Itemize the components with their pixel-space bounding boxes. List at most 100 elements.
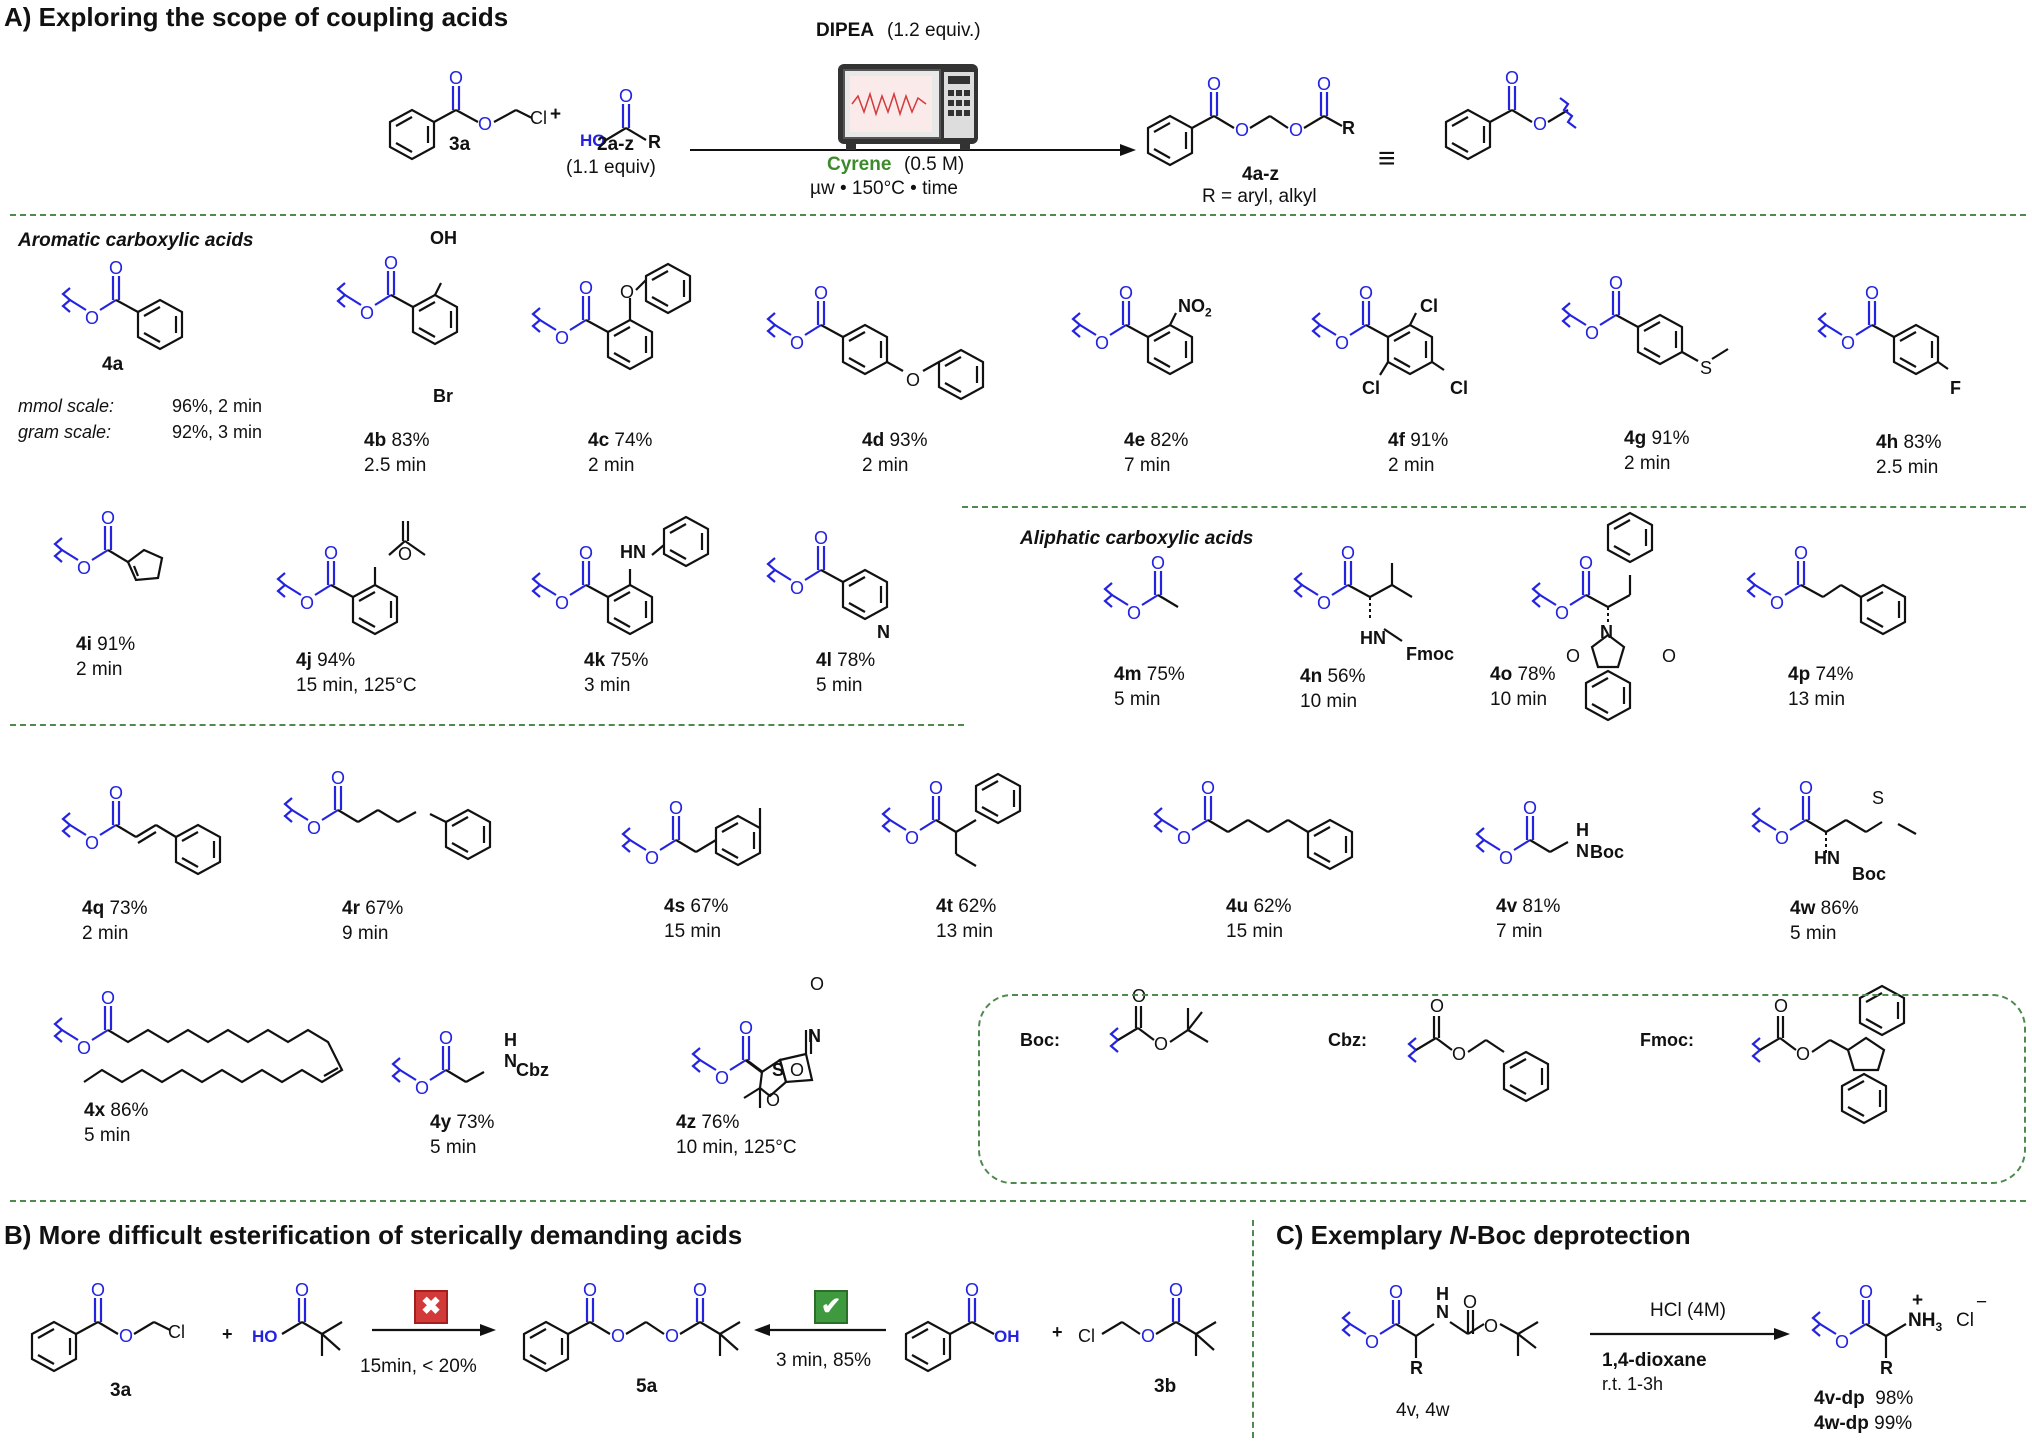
label-4b: 4b 83%2.5 min bbox=[364, 430, 430, 476]
svg-text:N: N bbox=[1436, 1302, 1449, 1322]
aromatic-title: Aromatic carboxylic acids bbox=[18, 230, 254, 251]
svg-text:HO: HO bbox=[252, 1327, 278, 1346]
mmol-scale-value: 96%, 2 min bbox=[172, 396, 263, 416]
label-4a: 4a bbox=[102, 354, 124, 375]
label-3b: 3b bbox=[1154, 1376, 1177, 1397]
label-4v-4w: 4v, 4w bbox=[1396, 1400, 1450, 1421]
atom-n-4z: N bbox=[808, 1026, 821, 1046]
atom-br-4b: Br bbox=[433, 386, 454, 406]
divider-2 bbox=[962, 506, 2026, 508]
cond-good: 3 min, 85% bbox=[776, 1350, 872, 1371]
atom-no2-4e: NO2 bbox=[1178, 296, 1212, 320]
svg-text:O: O bbox=[1389, 1282, 1403, 1302]
svg-text:O: O bbox=[965, 1280, 979, 1300]
label-4t: 4t 62%13 min bbox=[936, 896, 997, 942]
label-4k: 4k 75%3 min bbox=[584, 650, 649, 696]
label-4s: 4s 67%15 min bbox=[664, 896, 729, 942]
atom-fmoc-4n: Fmoc bbox=[1406, 644, 1455, 664]
label-4c: 4c 74%2 min bbox=[588, 430, 653, 476]
solvent-conc: (0.5 M) bbox=[904, 154, 965, 175]
atom-n-4l: N bbox=[877, 622, 890, 642]
svg-text:O: O bbox=[1141, 1326, 1155, 1346]
svg-text:O: O bbox=[1463, 1292, 1477, 1312]
svg-text:R: R bbox=[1410, 1358, 1423, 1378]
svg-text:O: O bbox=[1835, 1332, 1849, 1352]
label-4w: 4w 86%5 min bbox=[1790, 898, 1859, 944]
label-3a-b: 3a bbox=[110, 1380, 132, 1401]
svg-text:OH: OH bbox=[994, 1327, 1020, 1346]
deprot-cond: r.t. 1-3h bbox=[1602, 1374, 1664, 1394]
svg-text:O: O bbox=[1796, 1044, 1810, 1064]
atom-cbz-4y: Cbz bbox=[516, 1060, 549, 1080]
svg-text:O: O bbox=[1430, 996, 1444, 1016]
section-a-title: A) Exploring the scope of coupling acids bbox=[4, 2, 509, 32]
atom-hn-4n: HN bbox=[1360, 628, 1386, 648]
svg-text:O: O bbox=[619, 86, 633, 106]
divider-4 bbox=[10, 1200, 2026, 1202]
atom-f-4h: F bbox=[1950, 378, 1961, 398]
atom-o-4o-right: O bbox=[1662, 646, 1677, 666]
label-4v: 4v 81%7 min bbox=[1496, 896, 1561, 942]
svg-text:R: R bbox=[648, 132, 661, 152]
svg-text:O: O bbox=[1505, 68, 1519, 88]
svg-text:O: O bbox=[1317, 74, 1331, 94]
label-4h: 4h 83%2.5 min bbox=[1876, 432, 1942, 478]
label-2a-z: 2a-z bbox=[597, 134, 634, 155]
label-4l: 4l 78%5 min bbox=[816, 650, 876, 696]
divider-1 bbox=[10, 214, 2026, 216]
atom-o-4d: O bbox=[906, 370, 921, 390]
label-4e: 4e 82%7 min bbox=[1124, 430, 1189, 476]
deprot-reagent: HCl (4M) bbox=[1650, 1300, 1727, 1321]
conditions: µw • 150°C • time bbox=[810, 178, 959, 199]
label-4u: 4u 62%15 min bbox=[1226, 896, 1292, 942]
svg-text:O: O bbox=[1452, 1044, 1466, 1064]
svg-text:O: O bbox=[295, 1280, 309, 1300]
svg-text:O: O bbox=[1774, 996, 1788, 1016]
scheme-a-structures: O O Cl HO O R O O O O R ≡ bbox=[388, 64, 1577, 175]
solvent-cyrene: Cyrene bbox=[827, 154, 892, 175]
divider-3 bbox=[10, 724, 964, 726]
section-b-title: B) More difficult esterification of ster… bbox=[4, 1220, 743, 1250]
atom-o-4o-left: O bbox=[1566, 646, 1581, 666]
atom-boc-4v: Boc bbox=[1590, 842, 1625, 862]
label-4m: 4m 75%5 min bbox=[1114, 664, 1185, 710]
atom-cl-4f-right: Cl bbox=[1450, 378, 1468, 398]
minus-charge: − bbox=[1976, 1292, 1988, 1313]
protecting-group-box bbox=[978, 994, 2026, 1184]
label-4d: 4d 93%2 min bbox=[862, 430, 928, 476]
label-4g: 4g 91%2 min bbox=[1624, 428, 1690, 474]
chloride: Cl bbox=[1956, 1310, 1974, 1331]
label-4n: 4n 56%10 min bbox=[1300, 666, 1366, 712]
mmol-scale-label: mmol scale: bbox=[18, 396, 115, 416]
svg-text:+: + bbox=[1052, 1322, 1063, 1342]
pg-boc-label: Boc: bbox=[1020, 1030, 1060, 1050]
svg-text:O: O bbox=[1154, 1034, 1168, 1054]
compound-structures: O O bbox=[0, 255, 1949, 876]
atom-s-4w: S bbox=[1872, 788, 1885, 808]
plus-sign: + bbox=[550, 104, 562, 125]
svg-text:+: + bbox=[222, 1324, 233, 1344]
label-4x: 4x 86%5 min bbox=[84, 1100, 149, 1146]
svg-text:O: O bbox=[693, 1280, 707, 1300]
svg-text:O: O bbox=[1484, 1316, 1498, 1336]
label-4r: 4r 67%9 min bbox=[342, 898, 404, 944]
svg-text:O: O bbox=[1169, 1280, 1183, 1300]
section-c-title: C) Exemplary N-Boc deprotection bbox=[1276, 1220, 1691, 1250]
label-4q: 4q 73%2 min bbox=[82, 898, 148, 944]
svg-text:R: R bbox=[1342, 118, 1355, 138]
atom-oh-4b: OH bbox=[430, 228, 457, 248]
label-4f: 4f 91%2 min bbox=[1388, 430, 1449, 476]
atom-cl-4f-top: Cl bbox=[1420, 296, 1438, 316]
svg-text:Cl: Cl bbox=[1078, 1326, 1095, 1346]
atom-o-4z-c: O bbox=[810, 974, 825, 994]
r-definition: R = aryl, alkyl bbox=[1202, 186, 1317, 207]
reagent-equiv: (1.2 equiv.) bbox=[887, 20, 981, 41]
atom-hn-4k: HN bbox=[620, 542, 646, 562]
atom-boc-4w: Boc bbox=[1852, 864, 1887, 884]
cond-bad: 15min, < 20% bbox=[360, 1356, 477, 1377]
section-c-structures: O O R N H O O O O R bbox=[1341, 1282, 1907, 1378]
compound-structures-row3: O O OO OO OO bbox=[0, 772, 1917, 1125]
svg-text:O: O bbox=[665, 1326, 679, 1346]
divider-bc bbox=[1252, 1220, 1254, 1438]
